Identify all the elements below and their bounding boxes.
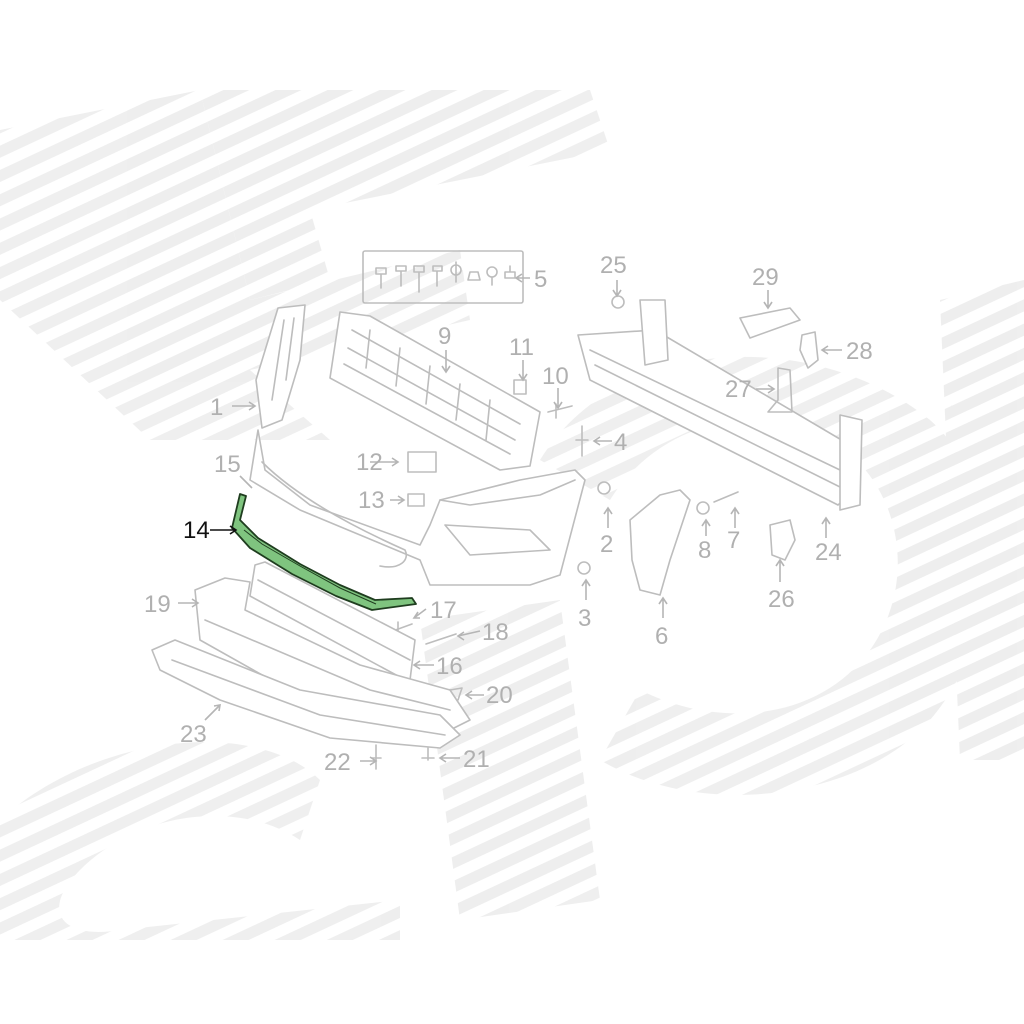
callout-2: 2 <box>600 531 613 558</box>
callout-17: 17 <box>430 597 457 624</box>
callout-15: 15 <box>214 451 241 478</box>
reinforcement-beam <box>577 299 863 511</box>
callout-9: 9 <box>438 323 451 350</box>
fastener-kit-box <box>362 250 524 304</box>
callout-21: 21 <box>463 746 490 773</box>
callout-8: 8 <box>698 537 711 564</box>
callout-11: 11 <box>509 334 534 361</box>
callout-5: 5 <box>534 266 547 293</box>
callout-26: 26 <box>768 586 795 613</box>
callout-labels: 1 2 3 4 5 6 7 8 9 10 11 12 13 14 15 16 1… <box>144 252 873 776</box>
callout-6: 6 <box>655 623 668 650</box>
callout-28: 28 <box>846 338 873 365</box>
part-14-shape[interactable] <box>231 493 417 611</box>
callout-24: 24 <box>815 539 842 566</box>
callout-29: 29 <box>752 264 779 291</box>
callout-3: 3 <box>578 605 591 632</box>
callout-arrows <box>178 273 842 766</box>
highlighted-spoiler-strip <box>231 493 417 611</box>
callout-20: 20 <box>486 682 513 709</box>
callout-23: 23 <box>180 721 207 748</box>
callout-10: 10 <box>542 363 569 390</box>
callout-13: 13 <box>358 487 385 514</box>
callout-4: 4 <box>614 429 627 456</box>
splash-shield <box>151 639 461 749</box>
callout-25: 25 <box>600 252 627 279</box>
callout-16: 16 <box>436 653 463 680</box>
callout-12: 12 <box>356 449 383 476</box>
callout-22: 22 <box>324 749 351 776</box>
callout-7: 7 <box>727 527 740 554</box>
callout-1: 1 <box>210 394 223 421</box>
grille-insert <box>329 311 541 471</box>
callout-19: 19 <box>144 591 171 618</box>
callout-27: 27 <box>725 376 752 403</box>
side-bracket-left <box>255 304 306 429</box>
callout-14: 14 <box>183 517 210 544</box>
watermark <box>0 90 1024 940</box>
bumper-cover <box>249 429 586 586</box>
callout-18: 18 <box>482 619 509 646</box>
